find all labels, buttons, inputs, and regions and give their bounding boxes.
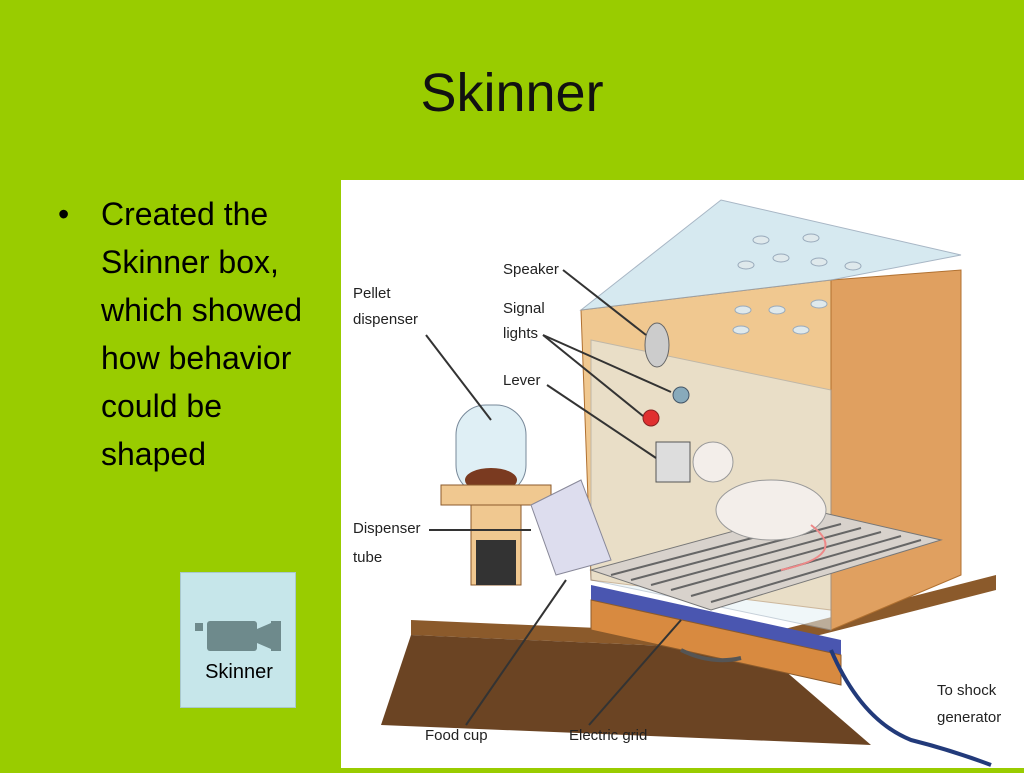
label-speaker: Speaker bbox=[503, 261, 559, 278]
label-dispenser-tube-1: Dispenser bbox=[353, 520, 421, 537]
label-electric-grid: Electric grid bbox=[569, 727, 647, 744]
label-signal-lights-1: Signal bbox=[503, 300, 545, 317]
video-camera-icon bbox=[195, 621, 281, 651]
label-pellet-dispenser-2: dispenser bbox=[353, 311, 418, 328]
video-label: Skinner bbox=[205, 661, 273, 683]
glass-top bbox=[579, 199, 962, 311]
drawer bbox=[590, 599, 842, 686]
signal-light-blue bbox=[672, 386, 690, 404]
rat bbox=[715, 479, 827, 541]
signal-light-red bbox=[642, 409, 660, 427]
skinner-box-diagram: Speaker Signal lights Lever Pellet dispe… bbox=[341, 180, 1024, 768]
lever bbox=[655, 441, 691, 483]
label-pellet-dispenser-1: Pellet bbox=[353, 285, 391, 302]
label-signal-lights-2: lights bbox=[503, 325, 538, 342]
bullet-list: • Created the Skinner box, which showed … bbox=[58, 190, 328, 478]
speaker bbox=[644, 322, 670, 368]
label-shock-generator-2: generator bbox=[937, 709, 1001, 726]
base-board bbox=[411, 575, 996, 650]
bullet-item: • Created the Skinner box, which showed … bbox=[58, 190, 328, 478]
label-lever: Lever bbox=[503, 372, 541, 389]
drawer-handle bbox=[680, 648, 742, 663]
label-shock-generator-1: To shock bbox=[937, 682, 997, 699]
video-link-skinner[interactable]: Skinner bbox=[180, 572, 296, 708]
bullet-dot: • bbox=[58, 196, 70, 232]
shock-cable bbox=[829, 649, 992, 767]
electric-grid-bar bbox=[591, 585, 841, 655]
label-dispenser-tube-2: tube bbox=[353, 549, 382, 566]
box-right-wall bbox=[830, 269, 962, 631]
label-food-cup: Food cup bbox=[425, 727, 488, 744]
dispenser-tube bbox=[530, 479, 612, 576]
bullet-text: Created the Skinner box, which showed ho… bbox=[101, 196, 302, 472]
slide-title: Skinner bbox=[420, 63, 604, 123]
